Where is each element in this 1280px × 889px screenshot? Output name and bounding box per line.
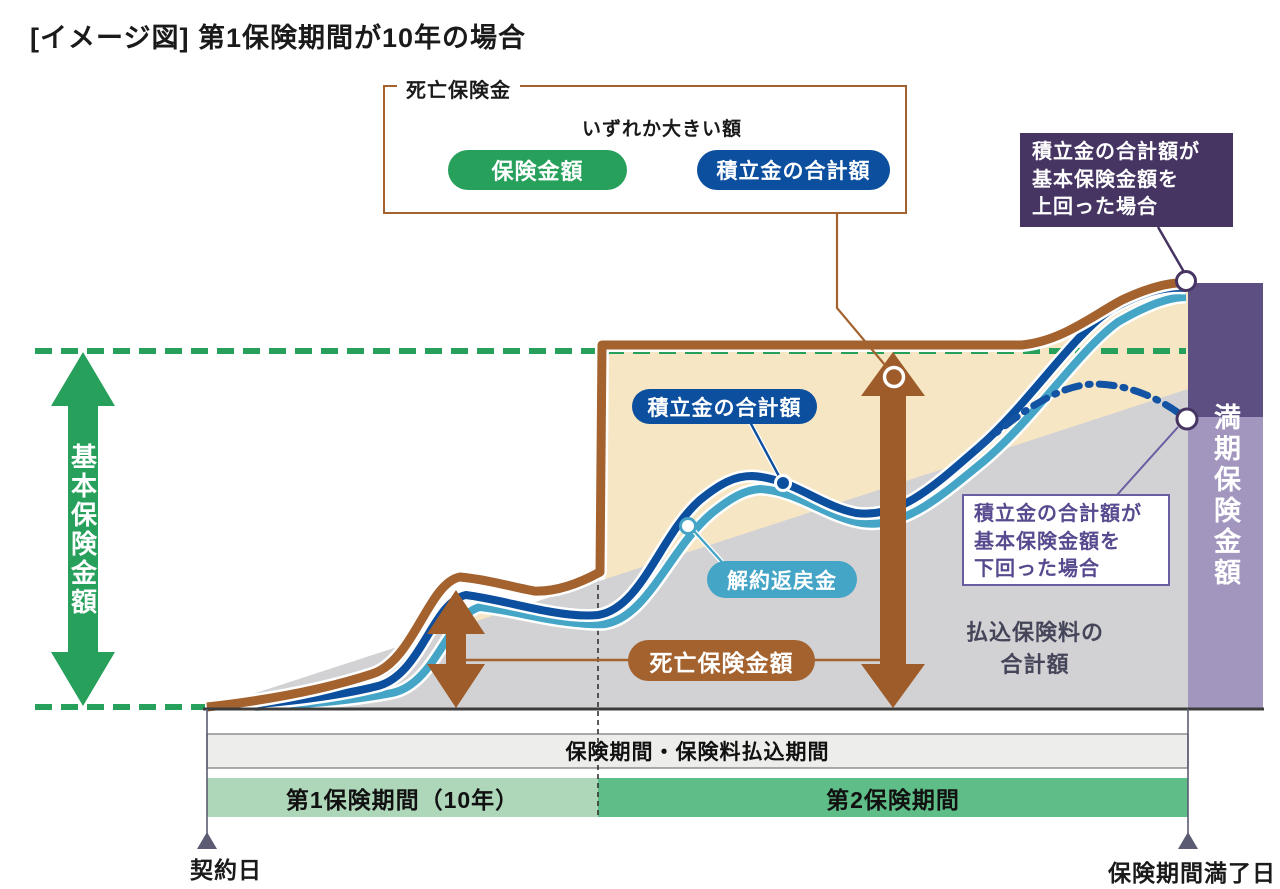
callout-above-box: 積立金の合計額が 基本保険金額を 上回った場合 [1020,133,1233,227]
death-benefit-arrow-small [427,590,485,708]
start-marker-triangle [197,832,217,849]
below-case-ring [1175,407,1199,431]
legend-connector-line [835,210,891,372]
second-period-bar [598,778,1188,817]
first-period-label: 第1保険期間（10年） [285,786,520,813]
death-benefit-legend-label: 死亡保険金 [397,74,520,103]
callout-below-line1: 積立金の合計額が [974,503,1142,525]
second-period-label: 第2保険期間 [826,786,960,813]
first-period-bar [207,778,598,817]
contract-date-label: 契約日 [190,857,262,883]
accumulation-total-pill: 積立金の合計額 [632,389,817,424]
accumulation-dot [774,474,792,492]
premium-total-label: 払込保険料の 合計額 [950,617,1120,681]
callout-below-connector [1116,426,1179,496]
callout-above-line1: 積立金の合計額が [1032,141,1200,163]
surrender-dot [679,517,697,535]
maturity-amount-label: 満期保険金額 [1210,403,1240,589]
accumulation-pill-connector2 [748,421,782,479]
accumulation-total-pill-legend: 積立金の合計額 [697,150,890,190]
end-marker-triangle [1178,832,1198,849]
accumulation-below-curve [974,380,1184,452]
basic-amount-arrow [51,352,115,706]
either-larger-caption: いずれか大きい額 [581,119,742,140]
callout-below-line2: 基本保険金額を [974,530,1121,553]
death-benefit-legend-box [383,85,907,214]
callout-below-box: 積立金の合計額が 基本保険金額を 下回った場合 [962,494,1170,586]
legend-connector-ring [882,365,906,389]
callout-above-line3: 上回った場合 [1032,196,1158,219]
accumulation-curve [206,283,1187,712]
death-benefit-arrow-large [861,352,925,708]
death-benefit-line [206,278,1187,712]
maturity-bar-upper [1188,283,1263,417]
surrender-pill-connector2 [693,530,723,563]
callout-below-line3: 下回った場合 [974,558,1100,581]
callout-above-connector [1156,226,1186,273]
premium-total-line2: 合計額 [1000,651,1070,677]
callout-above-line2: 基本保険金額を [1032,168,1179,191]
insured-amount-pill: 保険金額 [448,150,627,190]
death-benefit-amount-pill: 死亡保険金額 [628,640,815,681]
premium-total-line1: 払込保険料の [965,620,1104,645]
combined-period-label: 保険期間・保険料払込期間 [565,741,830,764]
period-end-label: 保険期間満了日 [1108,860,1276,886]
surrender-curve [208,293,1187,713]
maturity-bar-lower [1188,417,1263,709]
above-case-ring [1175,270,1197,292]
page-title: [イメージ図] 第1保険期間が10年の場合 [30,23,526,53]
surrender-value-pill: 解約返戻金 [707,561,857,598]
basic-amount-label: 基本保険金額 [67,443,98,617]
